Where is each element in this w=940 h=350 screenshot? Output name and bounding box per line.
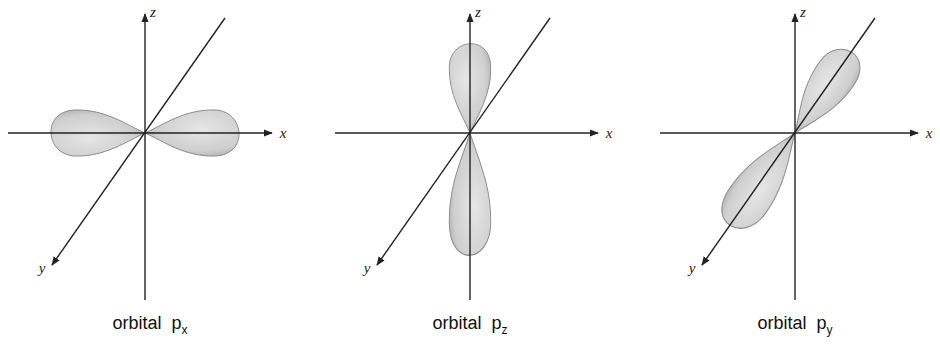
orbital-subscript: z (502, 323, 508, 337)
axis-label: x (280, 125, 287, 142)
axis-label: y (364, 260, 371, 277)
orbital-subscript: y (827, 323, 833, 337)
caption-text: orbital p (757, 313, 826, 333)
axis-label: z (150, 4, 156, 21)
axes (335, 14, 598, 300)
axis-label: x (606, 125, 613, 142)
caption-text: orbital p (112, 313, 181, 333)
axis-label: y (689, 260, 696, 277)
orbital-caption: orbital pz (432, 313, 507, 337)
axis-label: y (39, 260, 46, 277)
axes (8, 14, 272, 300)
caption-text: orbital p (432, 313, 501, 333)
orbital-caption: orbital px (112, 313, 187, 337)
orbital-subscript: x (182, 323, 188, 337)
axis-label: z (475, 4, 481, 21)
orbital-caption: orbital py (757, 313, 832, 337)
axis-label: z (800, 4, 806, 21)
axes (660, 14, 918, 300)
axis-label: x (926, 125, 933, 142)
